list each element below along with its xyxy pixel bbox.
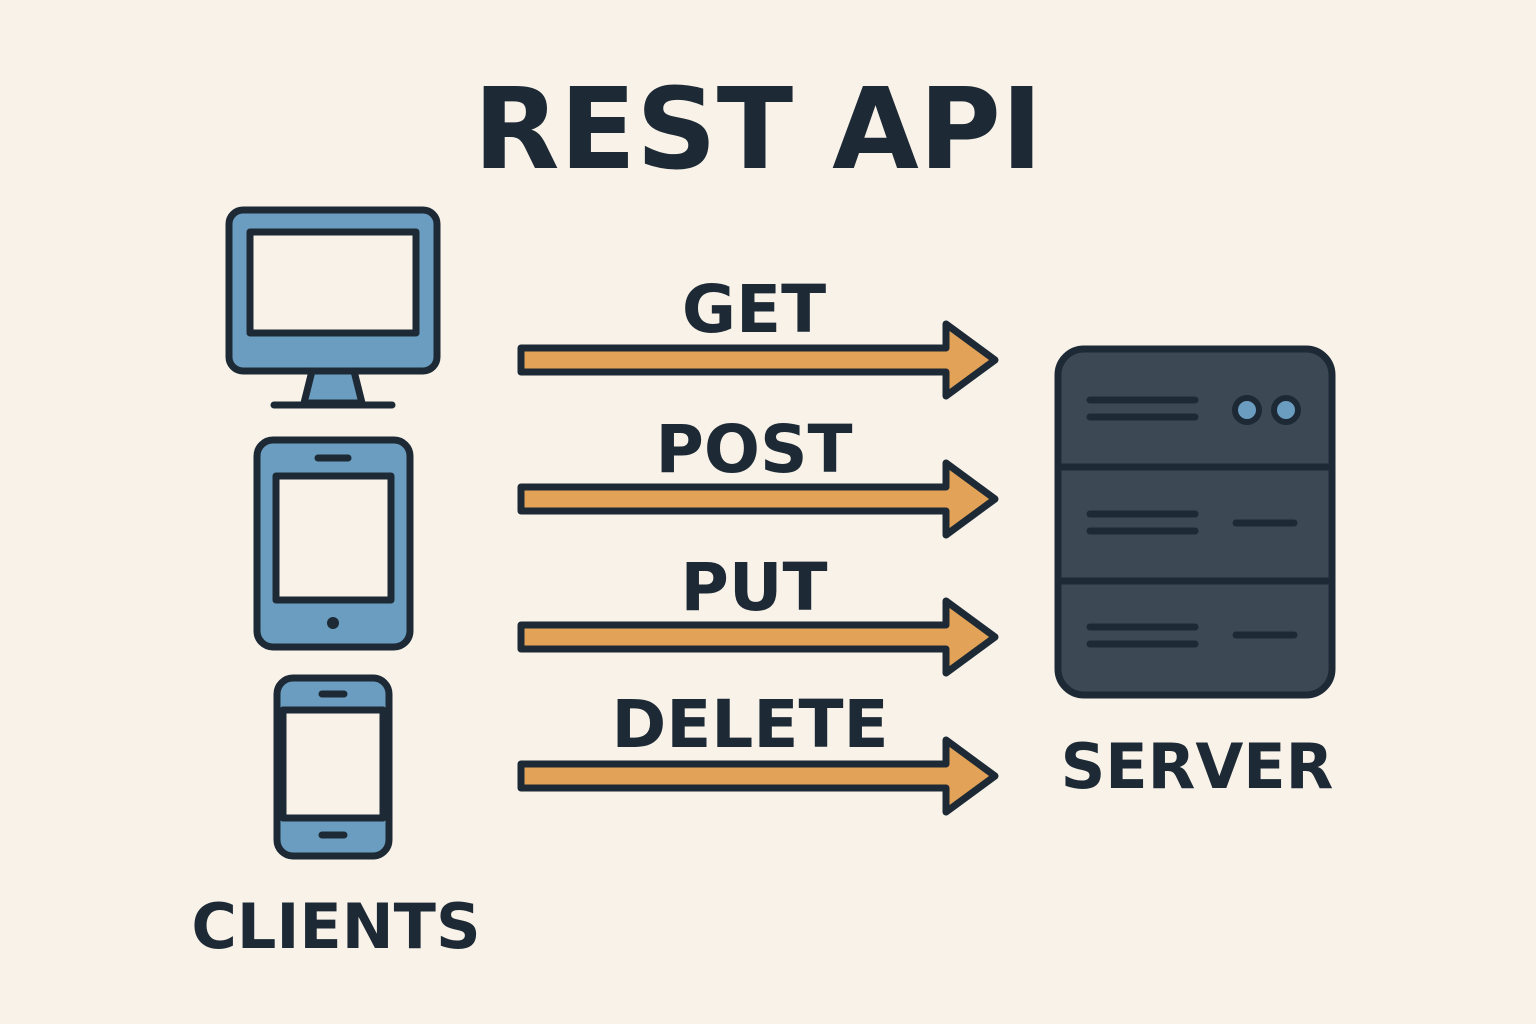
clients-label: CLIENTS — [191, 890, 480, 963]
status-light-icon — [1232, 395, 1262, 425]
server-label: SERVER — [1061, 730, 1334, 803]
arrow-get — [517, 320, 999, 400]
desktop-monitor-icon — [225, 206, 441, 409]
method-put: PUT — [517, 549, 999, 677]
arrow-delete — [517, 736, 999, 816]
server-rack-icon — [1054, 345, 1336, 699]
arrow-post — [517, 459, 999, 539]
page-title: REST API — [473, 65, 1042, 195]
method-get: GET — [517, 271, 999, 400]
method-label-put: PUT — [681, 549, 828, 626]
status-light-icon — [1271, 395, 1301, 425]
method-label-delete: DELETE — [611, 686, 888, 763]
method-delete: DELETE — [517, 686, 999, 816]
method-post: POST — [517, 411, 999, 539]
method-label-post: POST — [655, 411, 852, 488]
method-label-get: GET — [682, 271, 826, 348]
smartphone-icon — [273, 674, 393, 860]
tablet-icon — [253, 436, 414, 651]
arrow-put — [517, 597, 999, 677]
